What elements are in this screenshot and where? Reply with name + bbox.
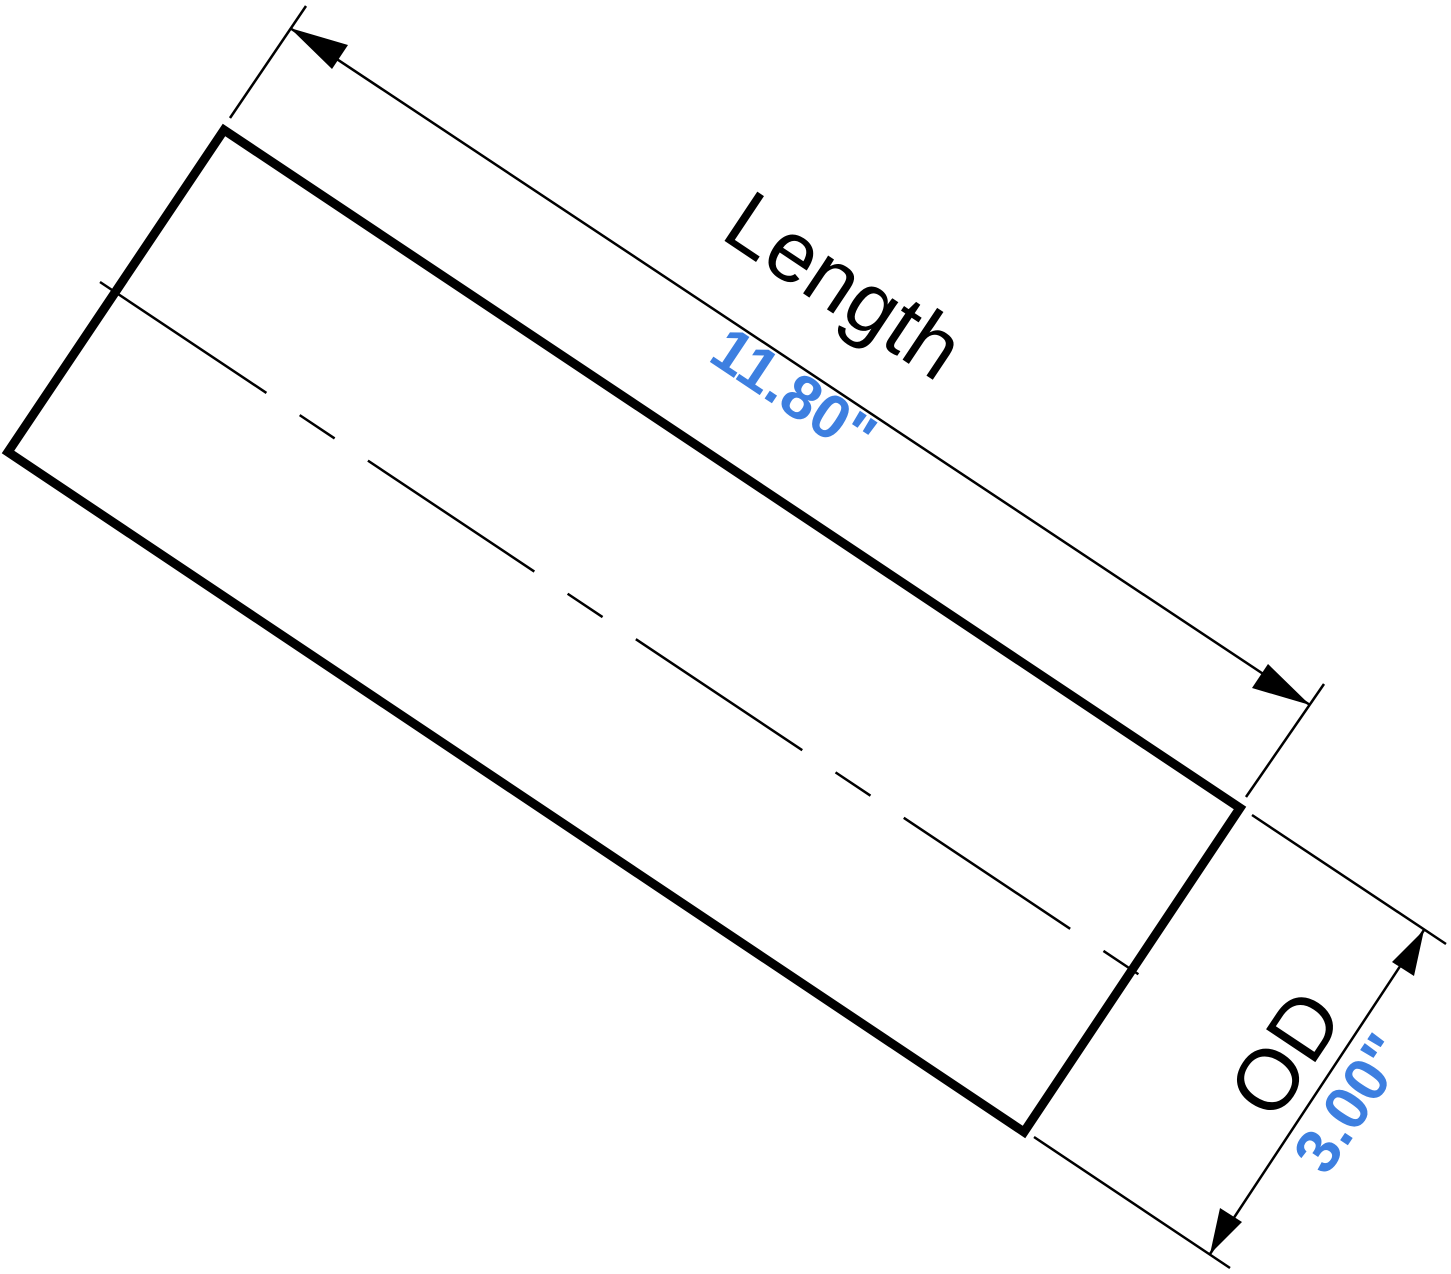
length-arrowhead-right: [1252, 664, 1310, 705]
od-dimension-line: [1208, 929, 1426, 1255]
centerline: [99, 280, 1163, 992]
od-extension-line-top: [1251, 813, 1447, 946]
length-extension-line-right: [1244, 683, 1326, 798]
length-extension-line-left: [228, 5, 308, 119]
od-arrowhead-top: [1392, 930, 1424, 976]
od-extension-line-bottom: [1033, 1135, 1231, 1270]
od-arrowhead-bottom: [1210, 1208, 1242, 1254]
length-arrowhead-left: [290, 28, 348, 69]
tube-outline: [1, 123, 1247, 1139]
length-dimension-line: [289, 26, 1311, 707]
